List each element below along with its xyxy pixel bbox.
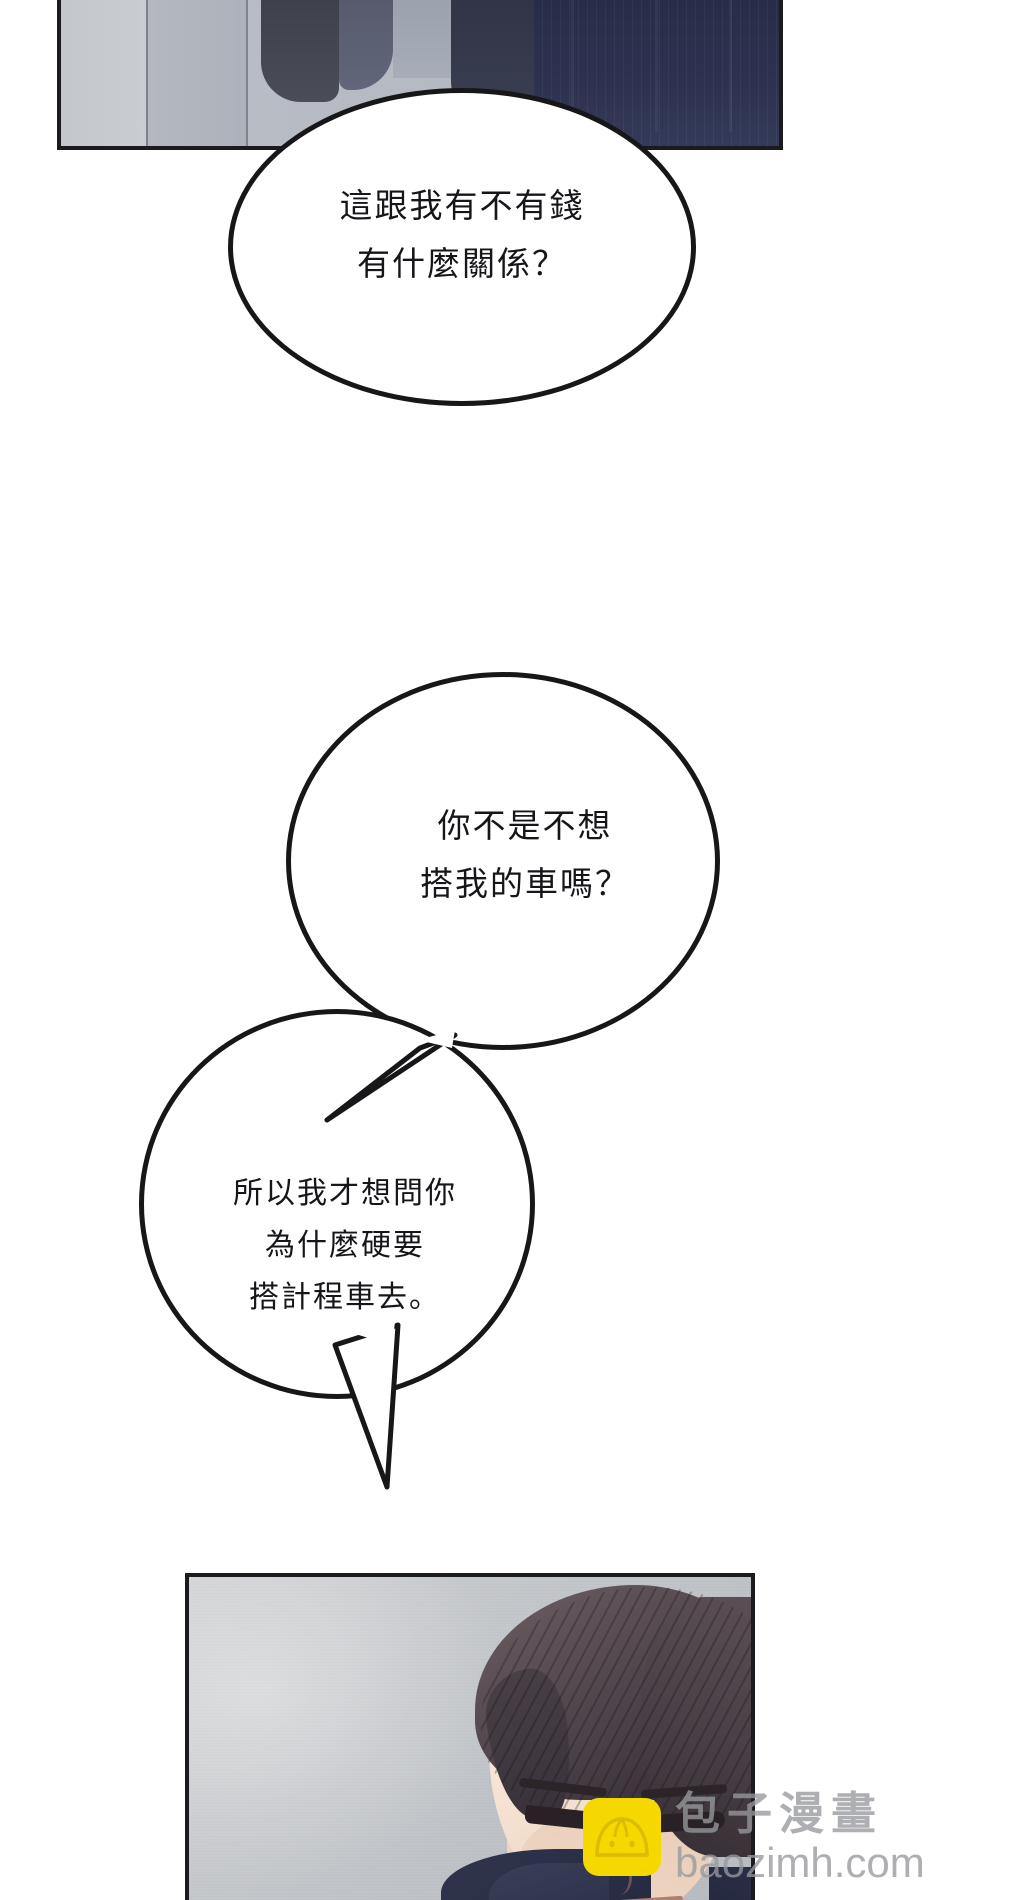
character-portrait — [189, 1577, 751, 1900]
speech-bubble-1-text: 這跟我有不有錢 有什麼關係？ — [339, 186, 585, 283]
figure-clothing — [393, 0, 451, 78]
wall-segment-mid — [146, 0, 246, 146]
wall-seam — [246, 0, 248, 146]
figure-clothing — [261, 0, 339, 102]
character-suit-right — [709, 1867, 751, 1900]
suit-crease — [729, 0, 732, 132]
character-nose — [589, 1839, 632, 1895]
wall-segment-left — [61, 0, 146, 146]
speech-bubble-2: 你不是不想 搭我的車嗎？ — [286, 672, 720, 1050]
figure-clothing — [339, 0, 393, 90]
speech-bubble-2-text: 你不是不想 搭我的車嗎？ — [420, 806, 630, 903]
comic-panel-bottom — [185, 1573, 755, 1900]
comic-panel-top — [57, 0, 783, 150]
speech-bubble-3: 所以我才想問你 為什麼硬要 搭計程車去。 — [139, 1009, 535, 1399]
speech-bubble-1: 這跟我有不有錢 有什麼關係？ — [228, 88, 696, 406]
wall-seam — [146, 0, 148, 146]
suit-crease — [655, 0, 658, 132]
suit-crease — [571, 0, 574, 132]
speech-bubble-3-text: 所以我才想問你 為什麼硬要 搭計程車去。 — [233, 1176, 457, 1315]
